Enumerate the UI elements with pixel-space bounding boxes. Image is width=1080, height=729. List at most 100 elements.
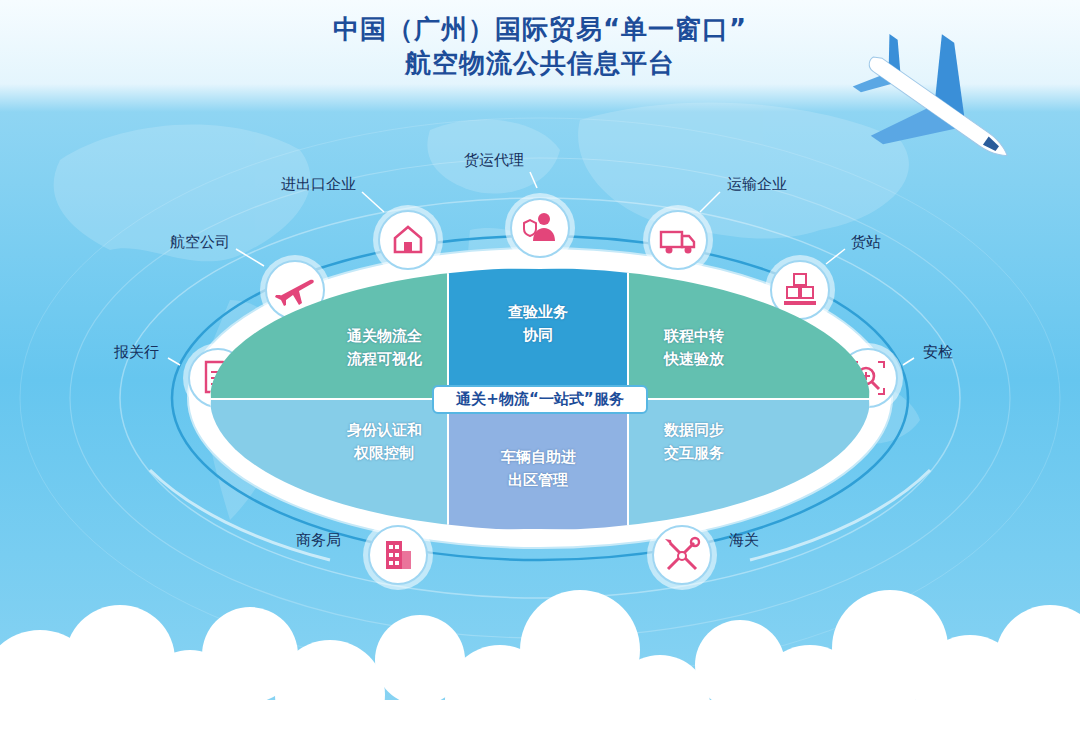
decor-rect	[787, 287, 799, 298]
stakeholder-label: 海关	[729, 531, 759, 550]
circle-halo	[647, 520, 717, 590]
decor-ellipse	[120, 198, 960, 598]
decor-rect	[794, 274, 806, 285]
decor-path	[682, 236, 694, 247]
circle-icon	[650, 523, 714, 587]
function-cell: 查验业务协同	[448, 268, 628, 380]
circle-face	[649, 211, 707, 269]
circle-icon	[646, 208, 710, 272]
icon-symbol	[665, 538, 699, 569]
stakeholder-label: 进出口企业	[281, 175, 356, 194]
decor-line	[826, 249, 845, 264]
decor-rect	[402, 551, 411, 569]
stakeholder-circle: 货运代理	[508, 196, 572, 260]
decor-path	[524, 220, 536, 236]
circle-halo	[505, 193, 575, 263]
function-cell: 联程中转快速验放	[628, 298, 760, 398]
decor-path	[395, 227, 421, 252]
decor-rect	[386, 541, 402, 569]
stakeholder-label: 运输企业	[727, 175, 787, 194]
decor-rect	[395, 553, 399, 557]
decor-line	[236, 249, 264, 266]
icon-symbol	[395, 227, 421, 252]
function-cell: 数据同步交互服务	[628, 400, 760, 484]
function-text: 身份认证和权限控制	[344, 419, 424, 466]
decor-rect	[661, 232, 682, 247]
circle-face	[653, 526, 711, 584]
decor-rect	[801, 287, 813, 298]
decor-line	[530, 172, 537, 188]
function-text: 通关物流全流程可视化	[344, 325, 424, 372]
center-pill: 通关+物流“一站式”服务	[432, 385, 648, 414]
stakeholder-label: 货站	[851, 233, 881, 252]
decor-ellipse	[188, 248, 892, 548]
decor-path	[275, 280, 314, 306]
decor-line	[362, 192, 384, 212]
decor-path	[871, 91, 955, 173]
icon-symbol	[784, 274, 816, 305]
quadrant-fill	[448, 268, 628, 399]
decor-circle	[666, 247, 673, 254]
circle-face	[379, 211, 437, 269]
clouds	[0, 590, 1080, 729]
decor-path	[665, 539, 672, 546]
stakeholder-circle: 海关	[650, 523, 714, 587]
decor-circle	[995, 605, 1080, 715]
decor-rect	[784, 301, 816, 305]
decor-rect	[395, 545, 399, 549]
circle-face	[369, 526, 427, 584]
stakeholder-label: 商务局	[296, 531, 341, 550]
function-cell: 车辆自助进出区管理	[448, 414, 628, 524]
decor-rect	[389, 561, 393, 565]
decor-ellipse	[70, 158, 1010, 638]
decor-path	[578, 103, 909, 239]
circle-halo	[373, 205, 443, 275]
function-text: 查验业务协同	[506, 301, 571, 348]
circle-icon	[376, 208, 440, 272]
circle-icon	[366, 523, 430, 587]
quadrant-fill	[628, 268, 870, 399]
decor-rect	[389, 545, 393, 549]
circle-icon	[508, 196, 572, 260]
quadrant-fill	[210, 399, 448, 530]
airplane	[835, 9, 1043, 206]
stakeholder-label: 安检	[923, 343, 953, 362]
decor-path	[876, 34, 914, 71]
stakeholder-label: 航空公司	[170, 233, 230, 252]
function-cell: 通关物流全流程可视化	[320, 298, 448, 398]
stakeholder-label: 报关行	[114, 343, 159, 362]
stakeholder-label: 货运代理	[464, 151, 524, 170]
function-text: 车辆自助进出区管理	[498, 446, 578, 493]
quadrants	[210, 268, 870, 530]
icon-symbol	[661, 232, 694, 254]
platform-ellipse: 通关+物流“一站式”服务通关物流全流程可视化 查验业务协同联程中转快速验放身份认证…	[210, 268, 870, 530]
decor-rect	[395, 561, 399, 565]
stakeholder-circle: 运输企业	[646, 208, 710, 272]
decor-circle	[685, 247, 692, 254]
decor-path	[911, 34, 995, 116]
decor-path	[427, 120, 560, 194]
decor-line	[903, 358, 914, 365]
decor-ellipse	[172, 236, 908, 560]
decor-line	[700, 192, 720, 212]
diagram-title: 中国（广州）国际贸易“单一窗口” 航空物流公共信息平台	[240, 12, 840, 80]
decor-path	[853, 67, 891, 104]
icon-symbol	[386, 541, 411, 569]
stakeholder-circle: 商务局	[366, 523, 430, 587]
icon-symbol	[524, 213, 555, 241]
decor-path	[54, 125, 311, 262]
quadrant-fill	[210, 268, 448, 399]
decor-rect	[0, 700, 1080, 729]
function-text: 联程中转快速验放	[662, 325, 727, 372]
quadrant-fill	[628, 399, 870, 530]
stakeholder-circle: 进出口企业	[376, 208, 440, 272]
decor-rect	[389, 553, 393, 557]
decor-line	[670, 543, 696, 569]
decor-line	[168, 358, 180, 365]
circle-halo	[643, 205, 713, 275]
central-ring	[172, 236, 908, 560]
decor-circle	[678, 552, 686, 560]
decor-circle	[538, 213, 550, 225]
quadrant-fill	[448, 399, 628, 530]
